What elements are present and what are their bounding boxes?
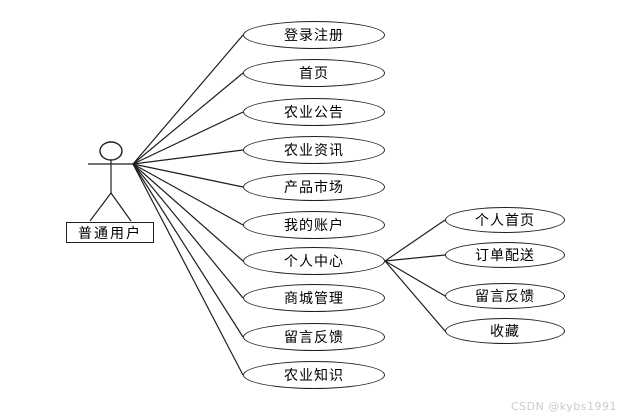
association-actor-to-primary-9 <box>132 163 244 376</box>
association-actor-to-primary-7 <box>132 163 244 299</box>
association-personal-center-to-secondary-3 <box>384 260 446 332</box>
use-case-primary-6: 个人中心 <box>243 247 385 275</box>
association-actor-to-primary-1 <box>132 72 244 165</box>
association-personal-center-to-secondary-1 <box>384 254 446 262</box>
use-case-primary-2: 农业公告 <box>243 98 385 126</box>
use-case-primary-0: 登录注册 <box>243 21 385 49</box>
association-personal-center-to-secondary-0 <box>384 219 446 262</box>
use-case-primary-9: 农业知识 <box>243 361 385 389</box>
use-case-secondary-3: 收藏 <box>445 318 565 344</box>
association-actor-to-primary-0 <box>132 34 244 165</box>
actor-label: 普通用户 <box>66 222 154 243</box>
use-case-primary-1: 首页 <box>243 59 385 87</box>
association-personal-center-to-secondary-2 <box>384 260 446 297</box>
use-case-primary-8: 留言反馈 <box>243 323 385 351</box>
actor-leg-left <box>89 192 112 222</box>
use-case-primary-5: 我的账户 <box>243 211 385 239</box>
actor-stick-figure-icon <box>88 141 133 222</box>
actor-leg-right <box>110 192 132 222</box>
use-case-secondary-0: 个人首页 <box>445 207 565 233</box>
association-actor-to-primary-3 <box>132 149 244 165</box>
association-actor-to-primary-2 <box>132 111 244 165</box>
association-actor-to-primary-8 <box>132 163 244 338</box>
association-lines <box>132 34 446 376</box>
association-actor-to-primary-6 <box>132 163 244 262</box>
use-case-primary-7: 商城管理 <box>243 284 385 312</box>
use-case-secondary-2: 留言反馈 <box>445 283 565 309</box>
association-actor-to-primary-4 <box>132 163 244 188</box>
use-case-primary-3: 农业资讯 <box>243 136 385 164</box>
use-case-secondary-1: 订单配送 <box>445 242 565 268</box>
association-actor-to-primary-5 <box>132 163 244 226</box>
watermark: CSDN @kybs1991 <box>510 400 617 413</box>
actor-head <box>99 141 123 161</box>
use-case-primary-4: 产品市场 <box>243 173 385 201</box>
